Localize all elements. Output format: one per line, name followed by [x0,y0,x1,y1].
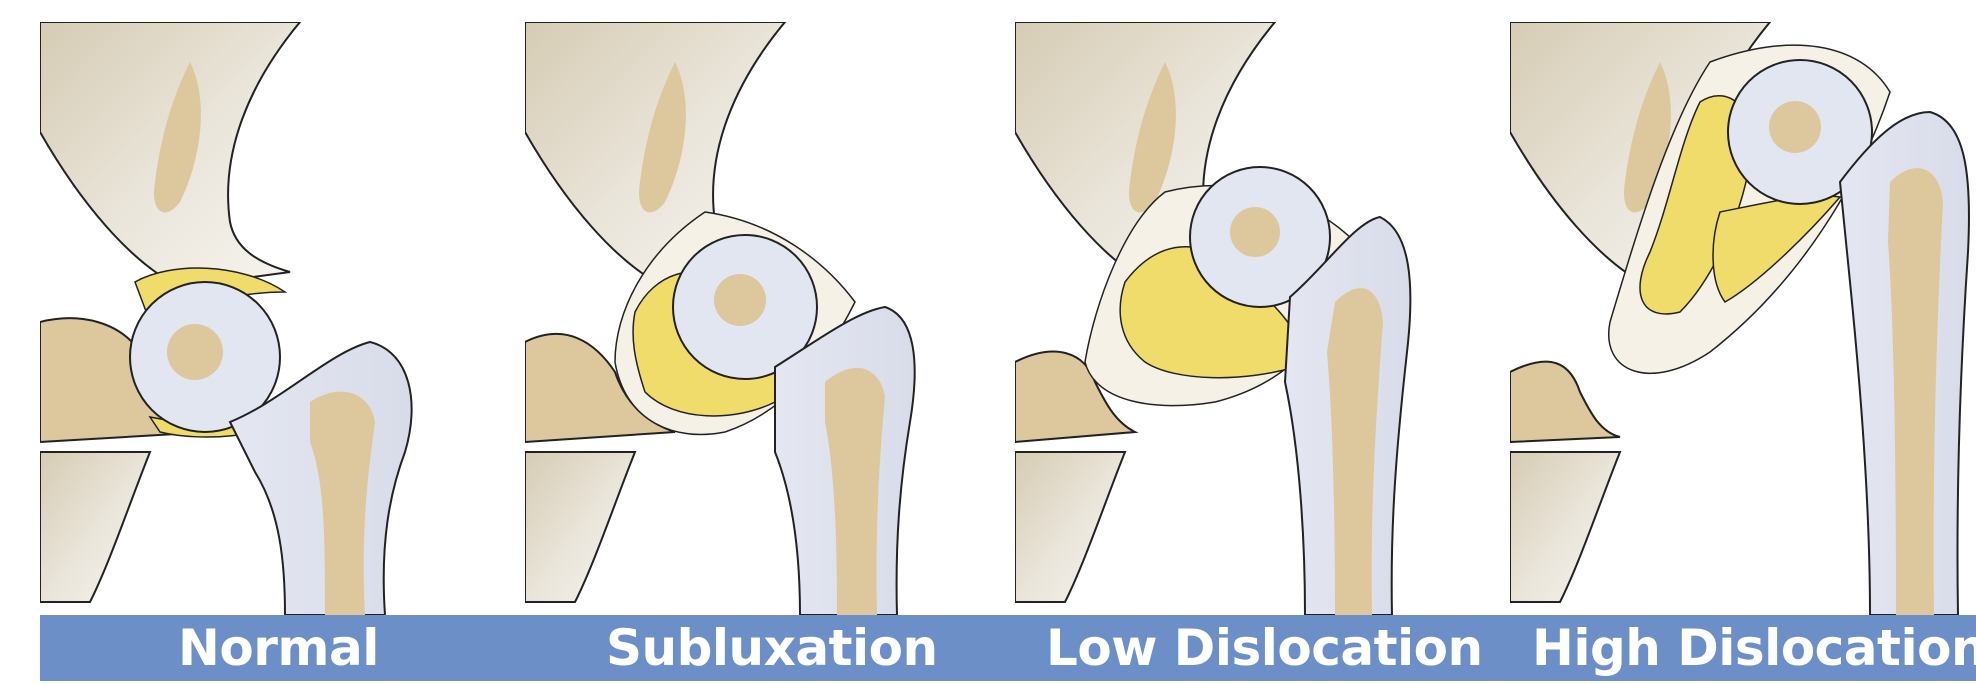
acetabulum-bone [1510,362,1620,442]
hip-diagram-subluxation [525,22,965,615]
femoral-head-marrow [1769,101,1821,153]
ischium-shape [1015,452,1125,602]
label-subluxation: Subluxation [606,612,938,684]
hip-diagram-high-dislocation [1510,22,1976,615]
hip-diagram-normal [40,22,480,615]
femoral-head-marrow [1230,207,1280,257]
ischium-shape [1510,452,1620,602]
hip-diagram-low-dislocation [1015,22,1455,615]
femoral-head-marrow [714,274,766,326]
ischium-shape [525,452,635,602]
label-low-dislocation: Low Dislocation [1046,612,1483,684]
ischium-shape [40,452,150,602]
label-high-dislocation: High Dislocation [1532,612,1976,684]
label-normal: Normal [178,612,379,684]
femoral-head-marrow [167,324,223,380]
